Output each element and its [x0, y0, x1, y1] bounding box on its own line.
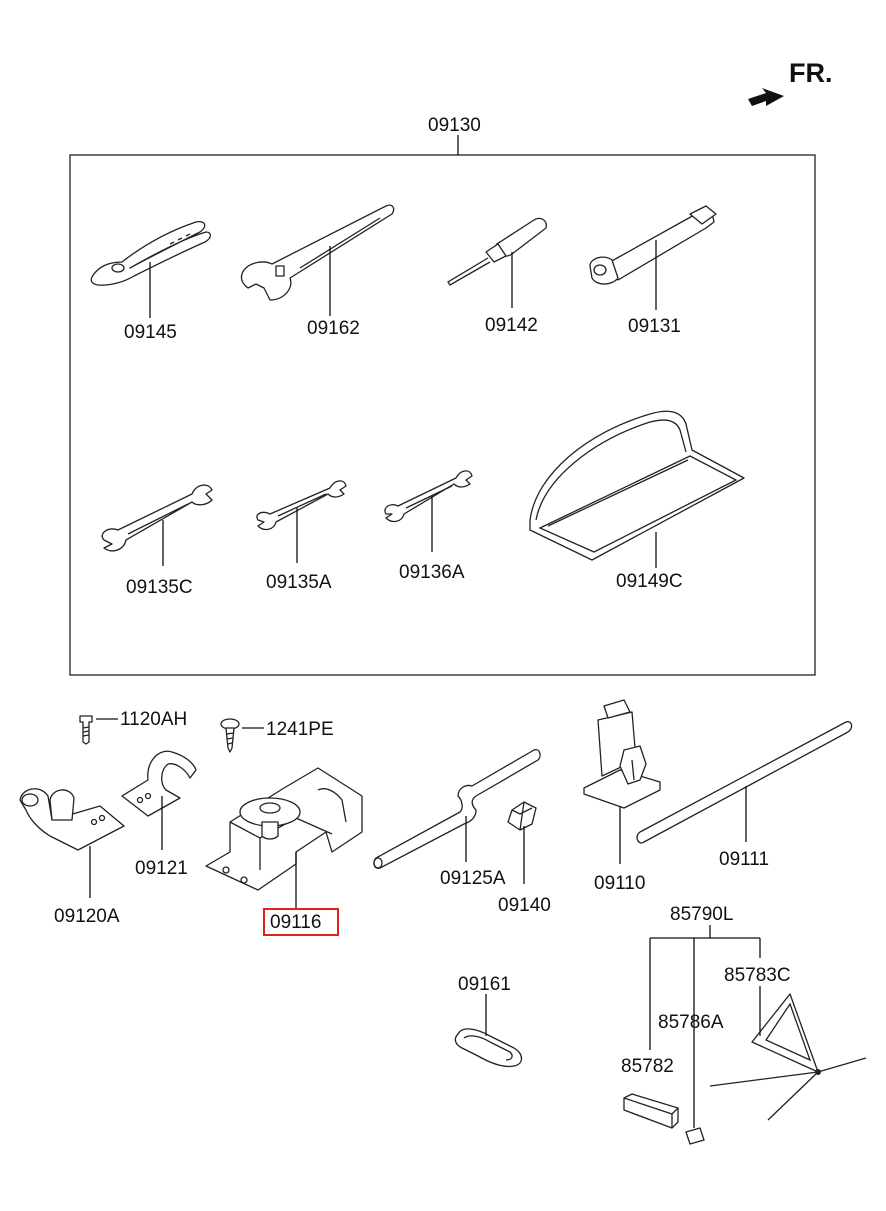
bolt-part[interactable]: 1120AH — [79, 709, 187, 745]
large-spanner-icon — [101, 484, 213, 552]
label-09140[interactable]: 09140 — [498, 895, 551, 916]
jack-part[interactable]: 09110 — [583, 699, 661, 894]
bracket-icon — [121, 750, 197, 817]
label-09131[interactable]: 09131 — [628, 316, 681, 337]
screwdriver-part[interactable]: 09142 — [447, 217, 547, 336]
tool-kit-frame — [69, 154, 816, 676]
label-09135C[interactable]: 09135C — [126, 577, 193, 598]
clip-part[interactable]: 09140 — [498, 801, 551, 916]
label-1241PE[interactable]: 1241PE — [266, 719, 334, 740]
label-09120A[interactable]: 09120A — [54, 906, 120, 927]
pad-icon — [685, 1127, 705, 1145]
front-direction-indicator: FR. — [748, 58, 833, 106]
pad-part[interactable]: 85786A — [658, 1012, 724, 1145]
medium-spanner-part[interactable]: 09135A — [256, 480, 347, 593]
label-85783C[interactable]: 85783C — [724, 965, 791, 986]
label-09149C[interactable]: 09149C — [616, 571, 683, 592]
large-spanner-part[interactable]: 09135C — [101, 484, 213, 598]
triangle-assembly-group: 85790L — [649, 904, 761, 1128]
label-09136A[interactable]: 09136A — [399, 562, 465, 583]
label-09161[interactable]: 09161 — [458, 974, 511, 995]
label-1120AH[interactable]: 1120AH — [120, 709, 187, 730]
bolt-icon — [79, 715, 93, 745]
rod-part[interactable]: 09111 — [636, 721, 853, 870]
box-wrench-part[interactable]: 09131 — [589, 205, 717, 337]
jack-handle-part[interactable]: 09125A — [373, 749, 541, 889]
label-09135A[interactable]: 09135A — [266, 572, 332, 593]
screw-part[interactable]: 1241PE — [220, 718, 334, 753]
pliers-icon — [90, 220, 212, 286]
pliers-part[interactable]: 09145 — [90, 220, 212, 343]
case-icon — [623, 1097, 673, 1129]
front-direction-label: FR. — [789, 58, 833, 88]
case-part[interactable]: 85782 — [621, 1056, 680, 1129]
adjustable-wrench-icon — [240, 204, 395, 301]
label-09145[interactable]: 09145 — [124, 322, 177, 343]
rod-icon — [636, 721, 853, 844]
label-09142[interactable]: 09142 — [485, 315, 538, 336]
warning-triangle-icon — [751, 993, 819, 1073]
box-wrench-icon — [609, 211, 715, 281]
label-09125A[interactable]: 09125A — [440, 868, 506, 889]
small-spanner-icon — [384, 470, 473, 523]
tool-tray-icon — [529, 410, 745, 561]
label-09116[interactable]: 09116 — [270, 912, 321, 933]
label-09111[interactable]: 09111 — [719, 849, 769, 870]
small-spanner-part[interactable]: 09136A — [384, 470, 473, 583]
tool-tray-part[interactable]: 09149C — [529, 410, 745, 592]
label-85786A[interactable]: 85786A — [658, 1012, 724, 1033]
bracket-a-part[interactable]: 09120A — [19, 788, 125, 927]
band-part[interactable]: 09161 — [454, 974, 523, 1068]
jack-handle-icon — [373, 749, 541, 869]
label-09162[interactable]: 09162 — [307, 318, 360, 339]
jack-bracket-icon — [205, 767, 363, 891]
adjustable-wrench-part[interactable]: 09162 — [240, 204, 395, 339]
label-85782[interactable]: 85782 — [621, 1056, 674, 1077]
bracket-part[interactable]: 09121 — [121, 750, 197, 879]
highlight-box — [263, 908, 339, 936]
label-85790L[interactable]: 85790L — [670, 904, 733, 925]
front-arrow-icon — [748, 88, 784, 106]
jack-icon — [583, 769, 661, 809]
tool-kit-group: 09130 — [69, 115, 816, 676]
band-icon — [454, 1028, 523, 1068]
jack-bracket-part[interactable]: 09116 — [205, 767, 363, 936]
warning-triangle-part[interactable]: 85783C — [709, 965, 867, 1121]
label-09110[interactable]: 09110 — [594, 873, 645, 894]
label-09121[interactable]: 09121 — [135, 858, 188, 879]
label-09130[interactable]: 09130 — [428, 115, 481, 136]
